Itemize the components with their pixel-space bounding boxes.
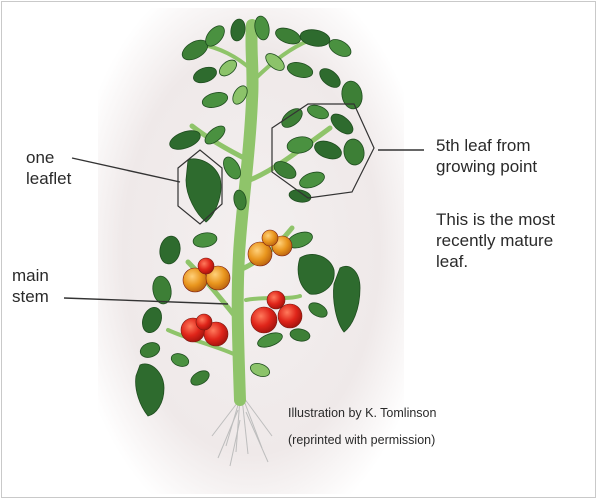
tomato bbox=[267, 291, 285, 309]
tomato bbox=[262, 230, 278, 246]
label-one-leaflet: one leaflet bbox=[26, 147, 71, 189]
label-main-stem: main stem bbox=[12, 265, 49, 307]
label-recent-leaf: This is the most recently mature leaf. bbox=[436, 209, 555, 272]
credit-illustrator: Illustration by K. Tomlinson bbox=[288, 406, 436, 421]
tomato bbox=[278, 304, 302, 328]
label-fifth-leaf: 5th leaf from growing point bbox=[436, 135, 537, 177]
tomato bbox=[251, 307, 277, 333]
credit-permission: (reprinted with permission) bbox=[288, 433, 435, 448]
tomato bbox=[196, 314, 212, 330]
tomato bbox=[198, 258, 214, 274]
